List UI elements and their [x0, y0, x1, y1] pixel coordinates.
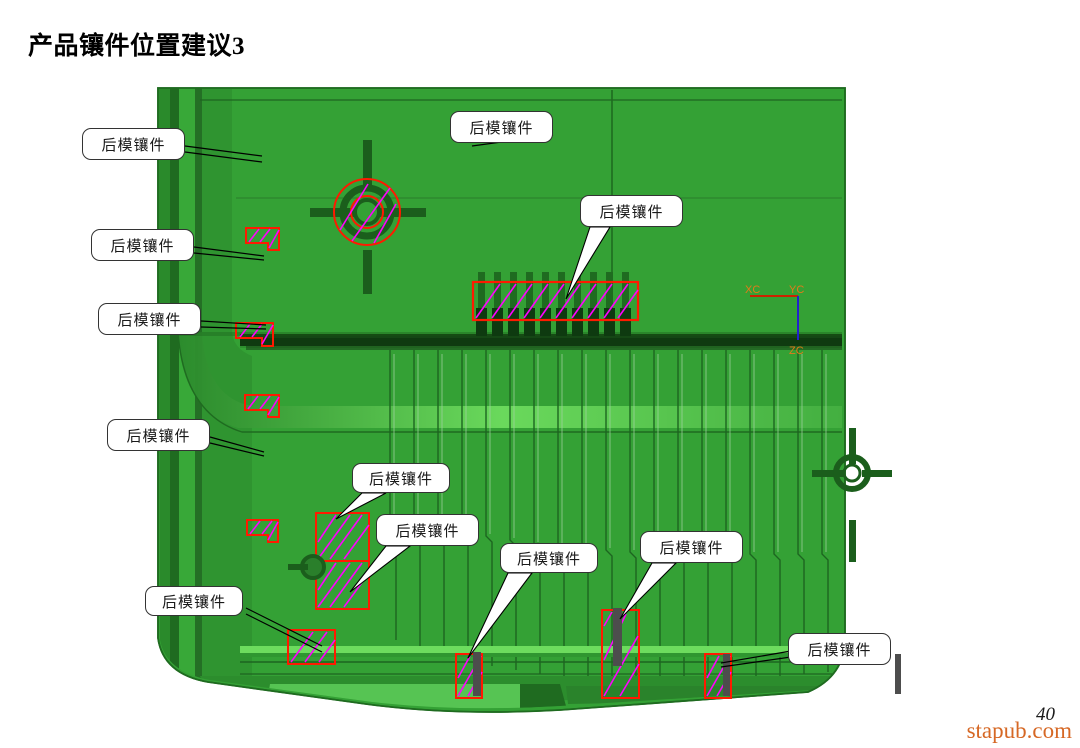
callout-label-12[interactable]: 后模镶件 — [788, 633, 891, 665]
insert-region-3 — [244, 394, 280, 418]
insert-region-1 — [245, 227, 280, 251]
callout-label-7[interactable]: 后模镶件 — [352, 463, 450, 493]
cad-boss-left — [288, 554, 326, 580]
callout-text: 后模镶件 — [395, 523, 460, 540]
callout-text: 后模镶件 — [659, 540, 724, 557]
callout-leaders — [184, 128, 792, 668]
callout-label-6[interactable]: 后模镶件 — [580, 195, 683, 227]
insert-region-4 — [246, 519, 279, 543]
watermark: stapub.com — [966, 718, 1072, 743]
cad-pin-row — [476, 272, 631, 336]
insert-region-9 — [287, 629, 336, 665]
callout-label-11[interactable]: 后模镶件 — [640, 531, 743, 563]
axis-label-y: YC — [789, 284, 804, 296]
callout-text: 后模镶件 — [110, 238, 175, 255]
callout-text: 后模镶件 — [161, 594, 226, 611]
page-number: 40 — [1036, 704, 1055, 725]
callout-text: 后模镶件 — [516, 551, 581, 568]
callout-label-3[interactable]: 后模镶件 — [98, 303, 201, 335]
callout-label-8[interactable]: 后模镶件 — [376, 514, 479, 546]
insert-region-6 — [471, 280, 640, 322]
axis-triad: XC YC ZC — [745, 284, 804, 357]
callout-text: 后模镶件 — [599, 204, 664, 221]
callout-text: 后模镶件 — [469, 120, 534, 137]
cad-part-body — [157, 87, 846, 713]
callout-text: 后模镶件 — [101, 137, 166, 154]
callout-label-2[interactable]: 后模镶件 — [91, 229, 194, 261]
cad-boss-mid — [812, 428, 892, 562]
callout-text: 后模镶件 — [126, 428, 191, 445]
insert-annotations — [235, 178, 901, 699]
callout-label-4[interactable]: 后模镶件 — [107, 419, 210, 451]
callout-label-5[interactable]: 后模镶件 — [450, 111, 553, 143]
cad-model-viewport[interactable]: XC YC ZC — [0, 80, 1080, 720]
callout-label-9[interactable]: 后模镶件 — [145, 586, 243, 616]
callout-label-1[interactable]: 后模镶件 — [82, 128, 185, 160]
callout-text: 后模镶件 — [117, 312, 182, 329]
callout-label-10[interactable]: 后模镶件 — [500, 543, 598, 573]
page-title: 产品镶件位置建议3 — [28, 33, 246, 60]
callout-text: 后模镶件 — [368, 471, 433, 488]
axis-label-z: ZC — [789, 345, 804, 357]
axis-label-x: XC — [745, 284, 760, 296]
callout-text: 后模镶件 — [807, 642, 872, 659]
insert-region-2 — [235, 322, 274, 347]
insert-region-5 — [333, 178, 401, 246]
